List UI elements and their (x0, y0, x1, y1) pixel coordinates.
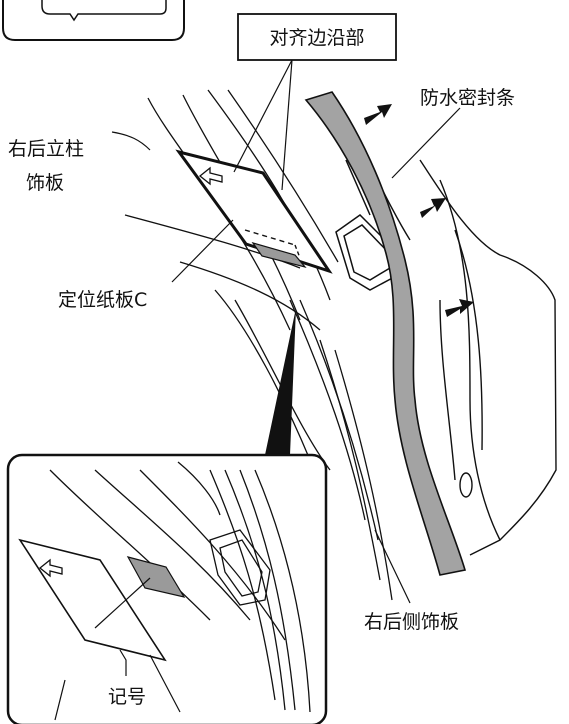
inset-leaders (54, 577, 181, 721)
waterproof-seal-label: 防水密封条 (420, 87, 515, 109)
side-trim-label: 右后侧饰板 (364, 611, 459, 633)
pillar-trim-label-line1: 右后立柱 (8, 138, 84, 160)
align-edge-label: 对齐边沿部 (269, 27, 364, 49)
positioning-board-label: 定位纸板C (58, 289, 147, 311)
pull-arrow-icon (364, 104, 474, 317)
leader-lines (111, 59, 461, 604)
zoom-pointer (265, 308, 296, 455)
pillar-trim-label-line2: 饰板 (26, 172, 64, 194)
hollow-arrow-icon (198, 166, 223, 186)
zoom-inset (6, 453, 328, 724)
pillar-structure (124, 89, 393, 601)
mark-label: 记号 (108, 686, 146, 708)
positioning-board (175, 149, 333, 274)
partial-callout-box (2, 0, 185, 41)
align-edge-label-box (237, 13, 397, 61)
weather-seal (304, 91, 467, 576)
inset-hollow-arrow-icon (38, 558, 63, 578)
